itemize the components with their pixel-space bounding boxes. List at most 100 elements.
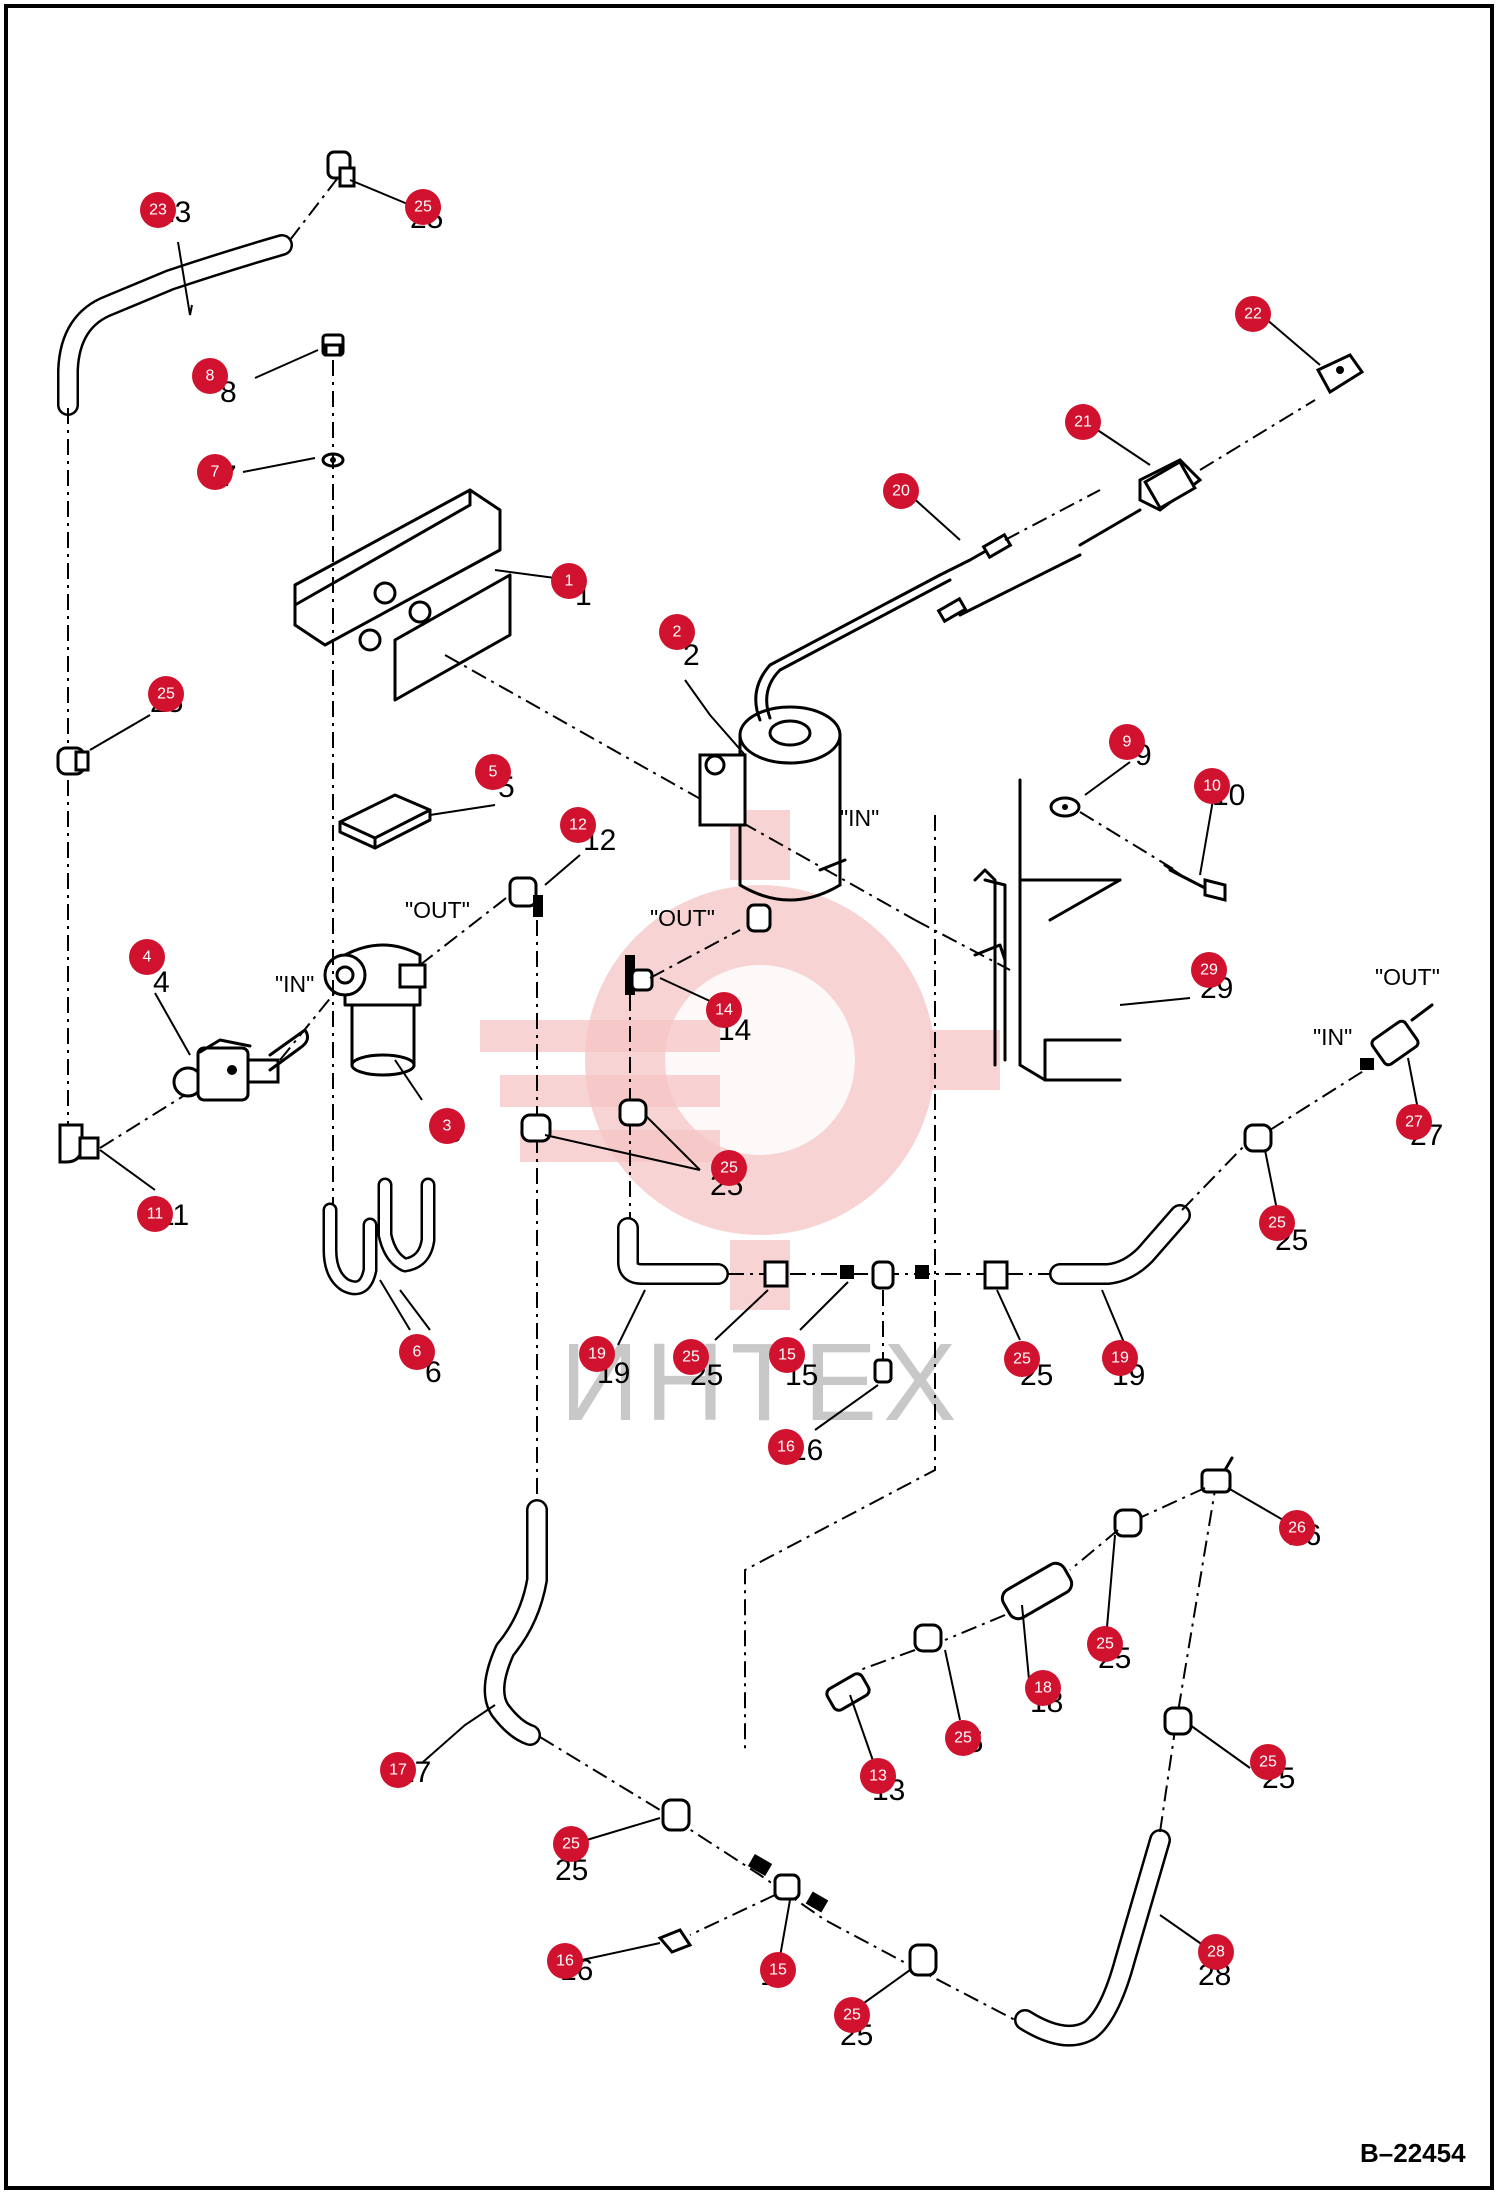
svg-text:10: 10: [1203, 778, 1221, 795]
clamp-25-left: [56, 746, 90, 776]
svg-text:20: 20: [892, 483, 910, 500]
callouts: 23 25 22 8 21 7 20 1 2 25 9 5 10 12 4 29…: [129, 189, 1432, 2033]
tubes-6: [322, 1177, 436, 1296]
callout-25[interactable]: 25: [834, 1997, 870, 2033]
filter-3: [323, 943, 427, 1077]
valve-27: [1360, 1003, 1434, 1070]
callout-23[interactable]: 23: [140, 192, 176, 228]
svg-text:13: 13: [869, 1768, 887, 1785]
svg-text:22: 22: [1244, 306, 1262, 323]
callout-28[interactable]: 28: [1198, 1934, 1234, 1970]
tee-15-16: [840, 1260, 929, 1384]
bracket-1: [293, 488, 512, 702]
callout-3[interactable]: 3: [429, 1108, 465, 1144]
elbow-11: [58, 1123, 100, 1164]
callout-25[interactable]: 25: [1087, 1626, 1123, 1662]
pad-5: [338, 793, 432, 850]
callout-25[interactable]: 25: [945, 1720, 981, 1756]
callout-12[interactable]: 12: [560, 807, 596, 843]
svg-text:4: 4: [143, 949, 152, 966]
hose-17: [483, 1499, 548, 1746]
callout-14[interactable]: 14: [706, 992, 742, 1028]
svg-text:25: 25: [682, 1349, 700, 1366]
svg-text:25: 25: [720, 1160, 738, 1177]
callout-18[interactable]: 18: [1025, 1670, 1061, 1706]
svg-text:16: 16: [777, 1439, 795, 1456]
svg-text:8: 8: [206, 368, 215, 385]
clamp-25-lower-d: [1113, 1508, 1143, 1538]
callout-19[interactable]: 19: [579, 1336, 615, 1372]
svg-text:21: 21: [1074, 414, 1092, 431]
svg-text:14: 14: [715, 1002, 733, 1019]
svg-text:25: 25: [1013, 1351, 1031, 1368]
callout-25[interactable]: 25: [1004, 1341, 1040, 1377]
callout-16[interactable]: 16: [768, 1429, 804, 1465]
svg-text:25: 25: [562, 1836, 580, 1853]
callout-15[interactable]: 15: [769, 1337, 805, 1373]
svg-text:6: 6: [413, 1344, 422, 1361]
callout-7[interactable]: 7: [197, 454, 233, 490]
svg-text:26: 26: [1288, 1520, 1306, 1537]
fitting-13: [825, 1672, 871, 1712]
bolt-10: [1163, 863, 1227, 902]
callout-26[interactable]: 26: [1279, 1510, 1315, 1546]
callout-19[interactable]: 19: [1102, 1340, 1138, 1376]
callout-29[interactable]: 29: [1191, 952, 1227, 988]
svg-text:18: 18: [1034, 1680, 1052, 1697]
hose-19-left: [617, 1217, 729, 1285]
drawing-frame: [4, 4, 1494, 2190]
callout-15[interactable]: 15: [760, 1952, 796, 1988]
callout-6[interactable]: 6: [399, 1334, 435, 1370]
callout-25[interactable]: 25: [1259, 1205, 1295, 1241]
svg-text:25: 25: [1268, 1215, 1286, 1232]
callout-17[interactable]: 17: [380, 1752, 416, 1788]
plate-29: [973, 778, 1122, 1082]
svg-text:25: 25: [1096, 1636, 1114, 1653]
filter-out-label: "OUT": [405, 897, 470, 923]
fitting-12: [508, 876, 543, 917]
valve-4: [172, 1028, 310, 1102]
callout-16[interactable]: 16: [547, 1943, 583, 1979]
callout-10[interactable]: 10: [1194, 768, 1230, 804]
callout-13[interactable]: 13: [860, 1758, 896, 1794]
callout-25[interactable]: 25: [711, 1150, 747, 1186]
part-geometry: [56, 150, 1434, 2047]
callout-25[interactable]: 25: [405, 189, 441, 225]
watermark-text: ИНТЕХ: [560, 1321, 962, 1444]
callout-11[interactable]: 11: [137, 1196, 173, 1232]
svg-text:9: 9: [1123, 734, 1132, 751]
callout-21[interactable]: 21: [1065, 404, 1101, 440]
svg-text:3: 3: [443, 1118, 452, 1135]
svg-text:25: 25: [157, 686, 175, 703]
callout-27[interactable]: 27: [1396, 1104, 1432, 1140]
svg-text:25: 25: [414, 199, 432, 216]
drawing-number: B–22454: [1360, 2138, 1466, 2168]
svg-text:28: 28: [1207, 1944, 1225, 1961]
callout-25[interactable]: 25: [673, 1339, 709, 1375]
callout-20[interactable]: 20: [883, 473, 919, 509]
hose-23: [57, 234, 293, 416]
callout-22[interactable]: 22: [1235, 296, 1271, 332]
svg-text:19: 19: [588, 1346, 606, 1363]
callout-4[interactable]: 4: [129, 939, 165, 975]
callout-25[interactable]: 25: [148, 676, 184, 712]
callout-25[interactable]: 25: [553, 1826, 589, 1862]
nut-8: [321, 333, 345, 357]
hose-28: [1014, 1829, 1171, 2047]
callout-2[interactable]: 2: [659, 614, 695, 650]
clamp-25-top: [326, 150, 356, 188]
clamp-25-mid: [520, 1098, 648, 1143]
svg-text:25: 25: [1259, 1754, 1277, 1771]
svg-text:11: 11: [147, 1206, 164, 1223]
clamp-25-lower-a: [661, 1798, 691, 1832]
callout-1[interactable]: 1: [551, 563, 587, 599]
callout-9[interactable]: 9: [1109, 724, 1145, 760]
terminal-20: [936, 489, 1101, 624]
clamp-25-hose-b: [983, 1260, 1009, 1290]
callout-25[interactable]: 25: [1250, 1744, 1286, 1780]
callout-5[interactable]: 5: [475, 754, 511, 790]
svg-text:29: 29: [1200, 962, 1218, 979]
clamp-25-right: [1243, 1123, 1273, 1153]
callout-8[interactable]: 8: [192, 358, 228, 394]
svg-text:1: 1: [565, 573, 574, 590]
